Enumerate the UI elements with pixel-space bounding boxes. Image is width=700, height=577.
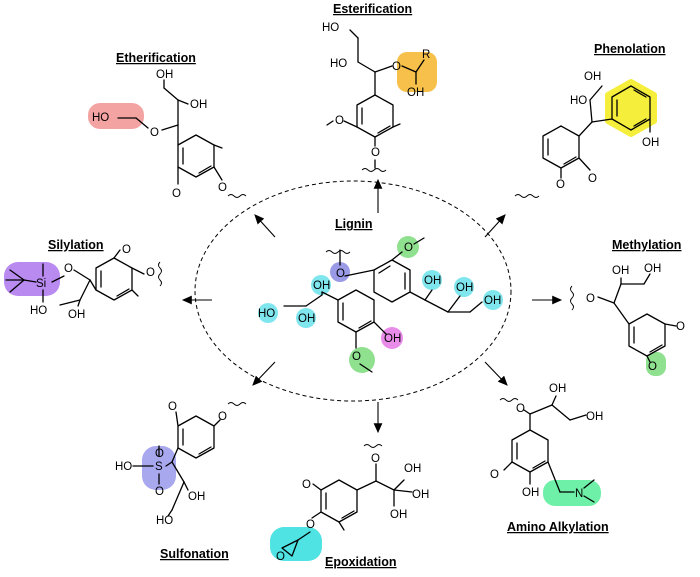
phenolation-product: Phenolation OH HO OH O O [514,42,666,198]
ether-oh-2: OH [156,69,173,81]
methyl-oh-1: OH [612,265,629,277]
center-oh-1: OH [313,280,330,292]
sulfo-aryl-o: O [218,411,227,423]
ether-methoxy-o: O [172,188,181,200]
center-oh-2: HO [258,308,275,320]
amino-ether-o: O [516,403,525,415]
epox-methoxy-o: O [302,479,311,491]
methyl-methoxy-o: O [676,321,685,333]
methyl-ether-o: O [586,293,595,305]
etherification-title: Etherification [116,51,196,65]
epox-oh-1: OH [404,463,421,475]
center-oh-highlight-4 [422,270,442,290]
reaction-arrows [181,178,563,434]
ester-ho-2: HO [322,22,339,34]
phenol-ring-highlight [605,79,657,137]
center-phenolic-oh: OH [384,333,401,345]
amino-alkylation-product: Amino Alkylation O OH OH O OH N [490,383,609,534]
ether-oh-1: OH [190,99,207,111]
phenol-oh: OH [642,137,659,149]
sulfo-o-2: O [155,486,164,498]
ester-o: O [392,61,401,73]
epox-oh-2: OH [390,509,407,521]
epoxidation-product: Epoxidation O OH OH OH O O O [270,444,429,569]
sulfonation-product: Sulfonation O O S HO O O OH HO [115,401,247,561]
phenol-aryl-o: O [556,179,565,191]
epox-ether-o: O [371,453,380,465]
silyl-oh-1: OH [68,309,85,321]
center-oh-highlight-5 [454,277,474,297]
silyl-aryl-o: O [146,267,155,279]
methyl-oh-2: OH [644,263,661,275]
ester-oh: OH [407,87,424,99]
sulfo-ho-2: HO [156,515,173,527]
amino-methoxy-o: O [490,469,499,481]
sulfonate-highlight [142,446,176,490]
lignin-label: Lignin [335,217,373,231]
center-methoxy-highlight-2 [349,347,375,373]
ester-r: R [422,49,430,61]
center-oh-highlight-2 [258,303,278,323]
center-ether-o: O [336,268,345,280]
etherification-product: Etherification O HO OH OH O O [88,51,247,200]
epox-glycidyl-o: O [306,519,315,531]
phenol-methoxy-o: O [588,173,597,185]
methylation-title: Methylation [612,238,681,252]
phenolation-title: Phenolation [594,42,666,56]
phenol-oh-2: OH [584,71,601,83]
center-phenolic-oh-highlight [381,327,403,349]
methylation-product: Methylation O OH OH O O [570,238,685,376]
amino-phenolic-oh: OH [522,487,539,499]
center-oh-highlight-6 [483,290,503,310]
methyl-new-o: O [648,361,657,373]
center-oh-5: OH [456,282,473,294]
ester-ho-1: HO [330,58,347,70]
silyl-methoxy-o: O [122,244,131,256]
sulfo-methoxy-o: O [168,401,177,413]
amino-oh-2: OH [586,411,603,423]
center-oh-6: OH [484,295,501,307]
center-methoxy-o: O [404,242,413,254]
silyl-o: O [64,263,73,275]
ether-aryl-o: O [218,182,227,194]
phenol-ho-1: HO [570,95,587,107]
center-oh-3: OH [298,313,315,325]
center-methoxy-highlight [397,236,419,258]
ester-methoxy-o: O [335,115,344,127]
sulfo-oh-1: OH [188,491,205,503]
center-aryl-ether-highlight [330,262,350,282]
methyl-highlight [646,352,666,376]
lignin-center: Lignin O O OH OH [194,180,512,402]
center-dashed-ellipse [194,180,512,402]
center-oh-highlight-3 [296,308,316,328]
silyl-si: Si [36,278,46,290]
ester-ether-o: O [371,147,380,159]
silylation-title: Silylation [48,238,104,252]
silyl-ho-2: HO [30,305,47,317]
amino-title: Amino Alkylation [507,520,609,534]
sulfo-ho: HO [115,461,132,473]
center-methoxy-o-2: O [352,351,361,363]
center-oh-4: OH [424,275,441,287]
sulfo-o-1: O [155,448,164,460]
ester-highlight [397,52,437,92]
epox-oh-3: OH [412,489,429,501]
epoxide-o: O [276,551,285,563]
ether-o: O [150,127,159,139]
epoxidation-title: Epoxidation [325,555,397,569]
center-oh-highlight-1 [311,275,331,295]
ether-ho-chain: HO [92,112,109,124]
sulfo-s: S [155,461,163,473]
amine-highlight [543,480,601,506]
amino-n: N [575,488,583,500]
amino-oh-1: OH [549,383,566,395]
silylation-product: Silylation Si O OH HO O O [4,238,162,321]
sulfonation-title: Sulfonation [160,547,229,561]
ether-chain-highlight [88,103,144,129]
silyl-highlight [4,262,60,296]
esterification-product: Esterification O R OH HO HO O O [322,2,437,172]
esterification-title: Esterification [333,2,412,16]
